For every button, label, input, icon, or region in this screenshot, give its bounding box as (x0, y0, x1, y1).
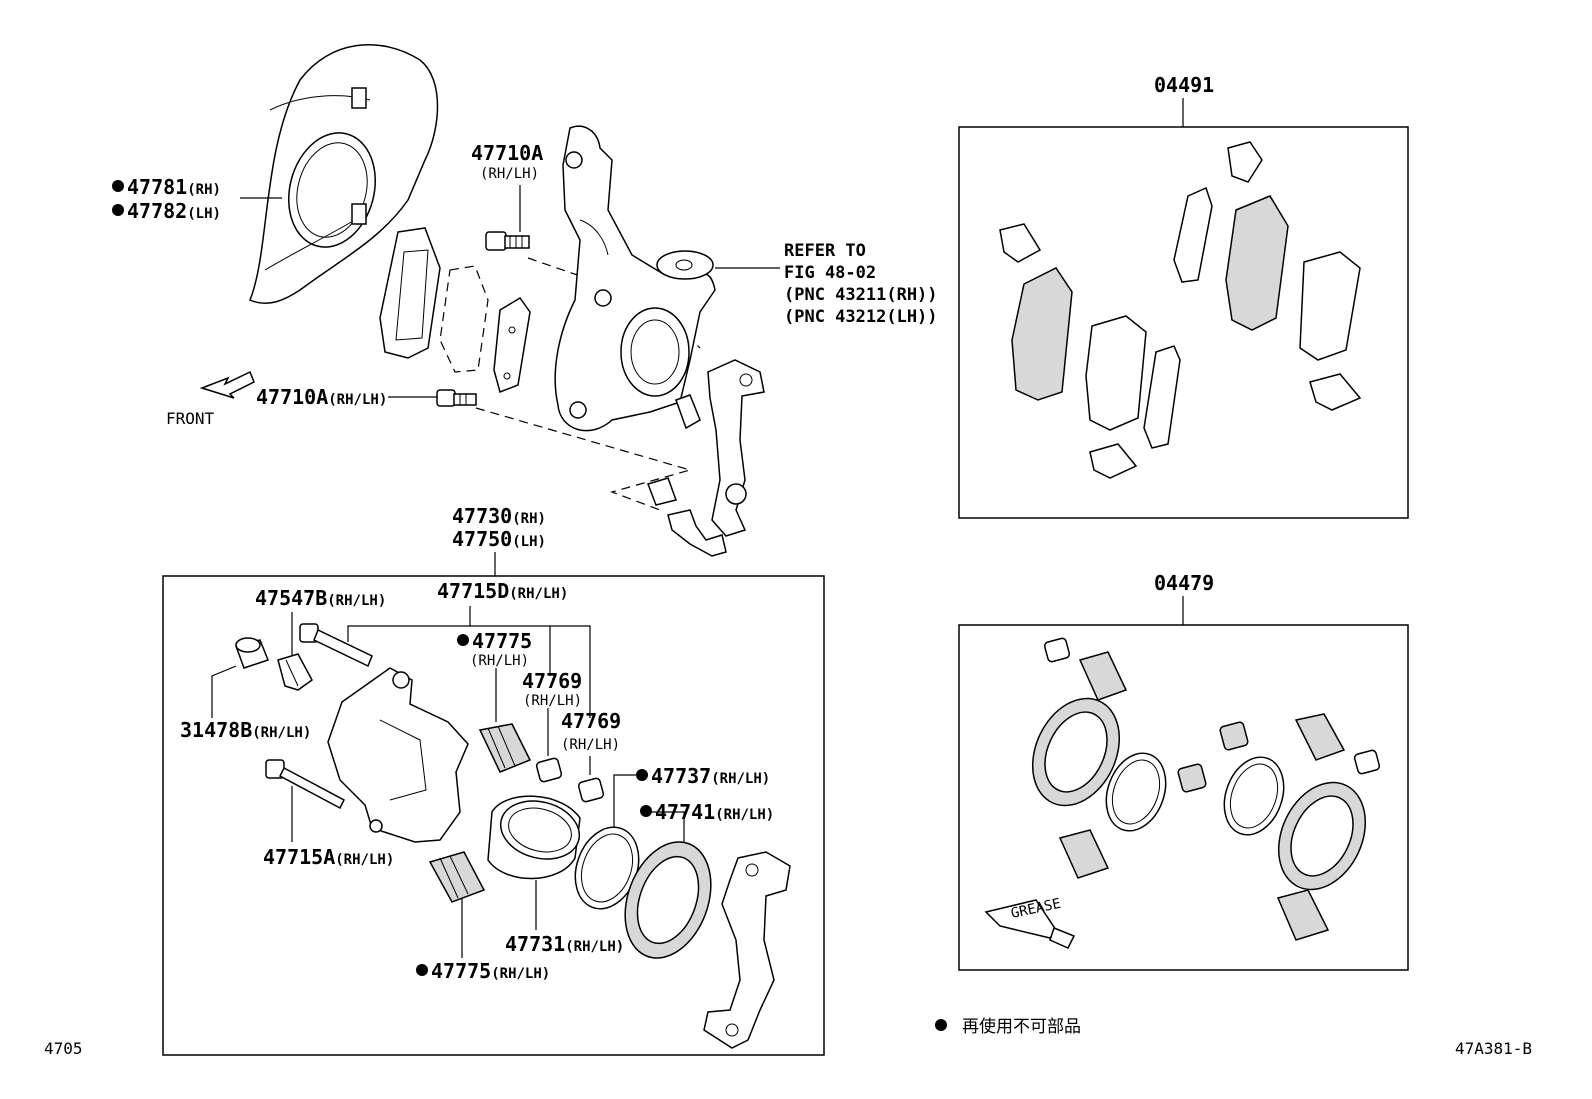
label-47547b: 47547B (255, 586, 327, 610)
bolt-47710a-left (436, 389, 477, 407)
page-code-left: 4705 (44, 1039, 83, 1058)
caliper-assembly-frame (162, 575, 825, 1056)
svg-text:47715A(RH/LH): 47715A(RH/LH) (263, 845, 394, 869)
label-47715a-suffix: (RH/LH) (335, 852, 394, 868)
label-47737-suffix: (RH/LH) (711, 771, 770, 787)
label-47769-b: 47769 (561, 709, 621, 733)
label-47769-a: 47769 (522, 669, 582, 693)
refer-line-2: FIG 48-02 (784, 263, 876, 283)
legend-marker (935, 1019, 947, 1031)
label-47750: 47750 (452, 527, 512, 551)
non-reusable-marker-47775-bottom (416, 964, 428, 976)
label-47775-bottom: 47775 (431, 959, 491, 983)
label-47715d: 47715D (437, 579, 509, 603)
label-47715d-suffix: (RH/LH) (509, 586, 568, 602)
bolt-47710a-top (485, 231, 530, 251)
label-47741-suffix: (RH/LH) (715, 807, 774, 823)
guide-pin-47715d (299, 623, 373, 668)
label-47769-b-suffix: (RH/LH) (561, 737, 620, 753)
label-front: FRONT (166, 409, 215, 428)
non-reusable-marker-47737 (636, 769, 648, 781)
caliper-mounting-bracket-lower (703, 851, 791, 1049)
non-reusable-marker-47741 (640, 805, 652, 817)
bleeder-cap-31478b (235, 637, 269, 669)
seal-kit-parts (1031, 637, 1381, 941)
non-reusable-marker-47782 (112, 204, 124, 216)
svg-text:47782(LH): 47782(LH) (127, 199, 221, 223)
svg-text:47547B(RH/LH): 47547B(RH/LH) (255, 586, 386, 610)
bleeder-plug-47547b (277, 653, 313, 691)
label-47710a-left: 47710A (256, 385, 328, 409)
svg-text:47750(LH): 47750(LH) (452, 527, 546, 551)
refer-line-1: REFER TO (784, 241, 866, 261)
label-47710a-left-suffix: (RH/LH) (328, 392, 387, 408)
label-47731: 47731 (505, 932, 565, 956)
dust-shield (249, 44, 439, 304)
non-reusable-marker-47775-top (457, 634, 469, 646)
pad-kit-parts (999, 141, 1362, 479)
caliper-mounting-bracket-upper (667, 359, 765, 557)
grease-tube-icon: GREASE (984, 896, 1076, 949)
label-47715a: 47715A (263, 845, 335, 869)
label-47782-suffix: (LH) (187, 206, 221, 222)
svg-text:47775(RH/LH): 47775(RH/LH) (431, 959, 550, 983)
svg-text:31478B(RH/LH): 31478B(RH/LH) (180, 718, 311, 742)
label-47775-top: 47775 (472, 629, 532, 653)
seal-kit-frame (958, 624, 1409, 971)
label-47710a-top: 47710A (471, 141, 543, 165)
label-47750-suffix: (LH) (512, 534, 546, 550)
svg-text:47737(RH/LH): 47737(RH/LH) (651, 764, 770, 788)
label-47710a-top-suffix: (RH/LH) (480, 166, 539, 182)
label-31478b-suffix: (RH/LH) (252, 725, 311, 741)
svg-text:47731(RH/LH): 47731(RH/LH) (505, 932, 624, 956)
label-47769-a-suffix: (RH/LH) (523, 693, 582, 709)
clips-upper (647, 394, 701, 506)
cylinder-boot-47741 (624, 841, 712, 959)
steering-knuckle (554, 125, 716, 432)
svg-text:47710A(RH/LH): 47710A(RH/LH) (256, 385, 387, 409)
piston-boot-47775-top (478, 723, 532, 773)
non-reusable-marker-47781 (112, 180, 124, 192)
label-47737: 47737 (651, 764, 711, 788)
svg-text:47730(RH): 47730(RH) (452, 504, 546, 528)
piston-boot-47775-bottom (428, 851, 486, 903)
front-arrow-icon (199, 370, 255, 399)
refer-line-4: (PNC 43212(LH)) (784, 307, 938, 327)
piston-47731 (487, 795, 581, 880)
legend-text: 再使用不可部品 (962, 1016, 1081, 1037)
bushing-47769-b (577, 777, 605, 803)
label-47547b-suffix: (RH/LH) (327, 593, 386, 609)
label-47782: 47782 (127, 199, 187, 223)
svg-text:47781(RH): 47781(RH) (127, 175, 221, 199)
label-kit-04491: 04491 (1154, 73, 1214, 97)
svg-text:47715D(RH/LH): 47715D(RH/LH) (437, 579, 568, 603)
label-47730-suffix: (RH) (512, 511, 546, 527)
label-47781: 47781 (127, 175, 187, 199)
label-47775-top-suffix: (RH/LH) (470, 653, 529, 669)
label-47775-bottom-suffix: (RH/LH) (491, 966, 550, 982)
pad-kit-frame (958, 126, 1409, 519)
label-47731-suffix: (RH/LH) (565, 939, 624, 955)
guide-pin-47715a (265, 759, 345, 810)
label-47730: 47730 (452, 504, 512, 528)
label-31478b: 31478B (180, 718, 252, 742)
caliper-body (327, 667, 469, 843)
upper-brake-pads (379, 227, 531, 394)
bushing-47769-a (535, 757, 563, 783)
page-code-right: 47A381-B (1455, 1039, 1532, 1058)
refer-line-3: (PNC 43211(RH)) (784, 285, 938, 305)
label-47781-suffix: (RH) (187, 182, 221, 198)
label-kit-04479: 04479 (1154, 571, 1214, 595)
